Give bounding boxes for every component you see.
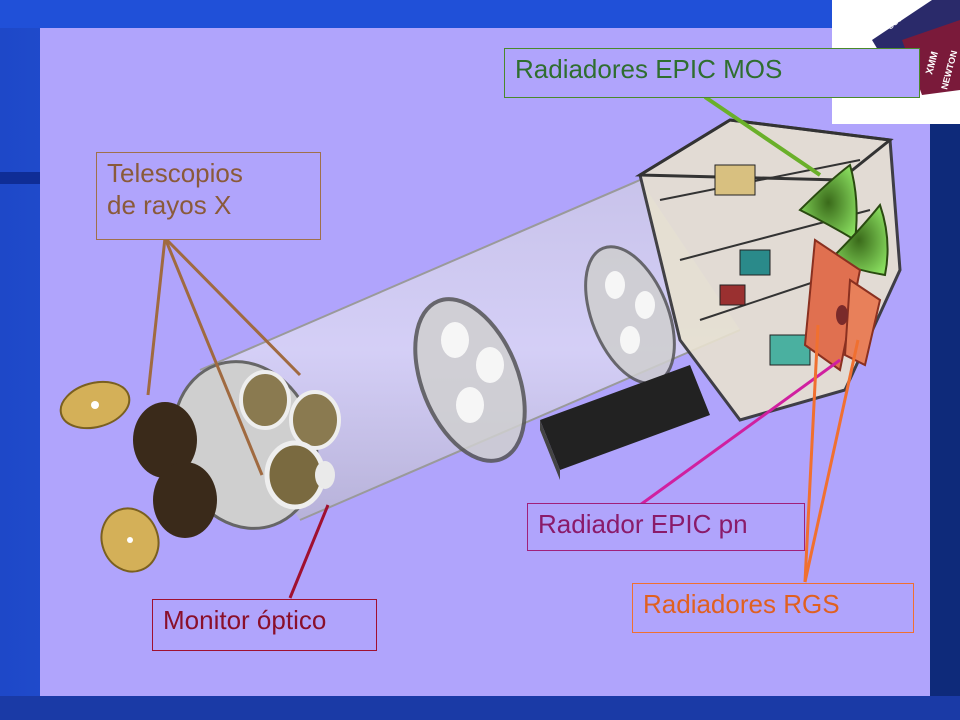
epic-pn-radiator — [836, 305, 848, 325]
baffle-hole — [605, 271, 625, 299]
optical-monitor-aperture — [315, 461, 335, 489]
leader-line-rgs-1 — [803, 324, 820, 583]
gold-disk-center — [91, 401, 99, 409]
epic-mos-radiator-1 — [798, 163, 858, 242]
leader-line-rgs-2 — [803, 339, 860, 583]
instrument-block — [719, 284, 746, 306]
gold-disk-center — [127, 537, 133, 543]
baffle-hole — [456, 387, 484, 423]
mirror-module-2 — [153, 462, 217, 538]
instrument-block — [739, 249, 771, 276]
label-epic-pn: Radiador EPIC pn — [527, 503, 805, 551]
leader-line-epic-mos — [703, 95, 822, 177]
x-ray-telescope-modules — [133, 370, 341, 538]
left-accent-bar — [0, 172, 40, 184]
rgs-radiator-2 — [843, 278, 882, 367]
electronics-box — [540, 365, 710, 470]
right-strip — [930, 120, 960, 720]
mirror-door-3 — [264, 440, 326, 510]
instrument-block — [714, 164, 756, 196]
tube-edge-top — [199, 179, 641, 371]
mirror-door-1 — [239, 370, 291, 430]
mirror-door-2 — [289, 390, 341, 450]
frame-strut — [659, 159, 861, 201]
baffle-hole — [620, 326, 640, 354]
leader-line-monitor — [288, 504, 330, 599]
label-telescopes-line1: Telescopios — [107, 158, 243, 188]
instrument-block — [769, 334, 811, 366]
bottom-band — [0, 696, 960, 720]
leader-line-epic-pn — [639, 358, 841, 507]
label-telescopes-line2: de rayos X — [107, 190, 232, 220]
baffle-hole — [476, 347, 504, 383]
baffle-hole — [635, 291, 655, 319]
top-band — [0, 0, 960, 28]
leader-line-telescope-1 — [146, 237, 167, 396]
label-telescopes: Telescopios de rayos X — [96, 152, 321, 240]
electronics-box-side — [540, 420, 560, 480]
label-epic-mos: Radiadores EPIC MOS — [504, 48, 920, 98]
label-rgs: Radiadores RGS — [632, 583, 914, 633]
leader-line-telescope-3 — [163, 237, 264, 476]
leader-line-telescope-2 — [163, 236, 302, 377]
mirror-module-1 — [133, 402, 197, 478]
baffle-hole — [441, 322, 469, 358]
label-optical-monitor: Monitor óptico — [152, 599, 377, 651]
